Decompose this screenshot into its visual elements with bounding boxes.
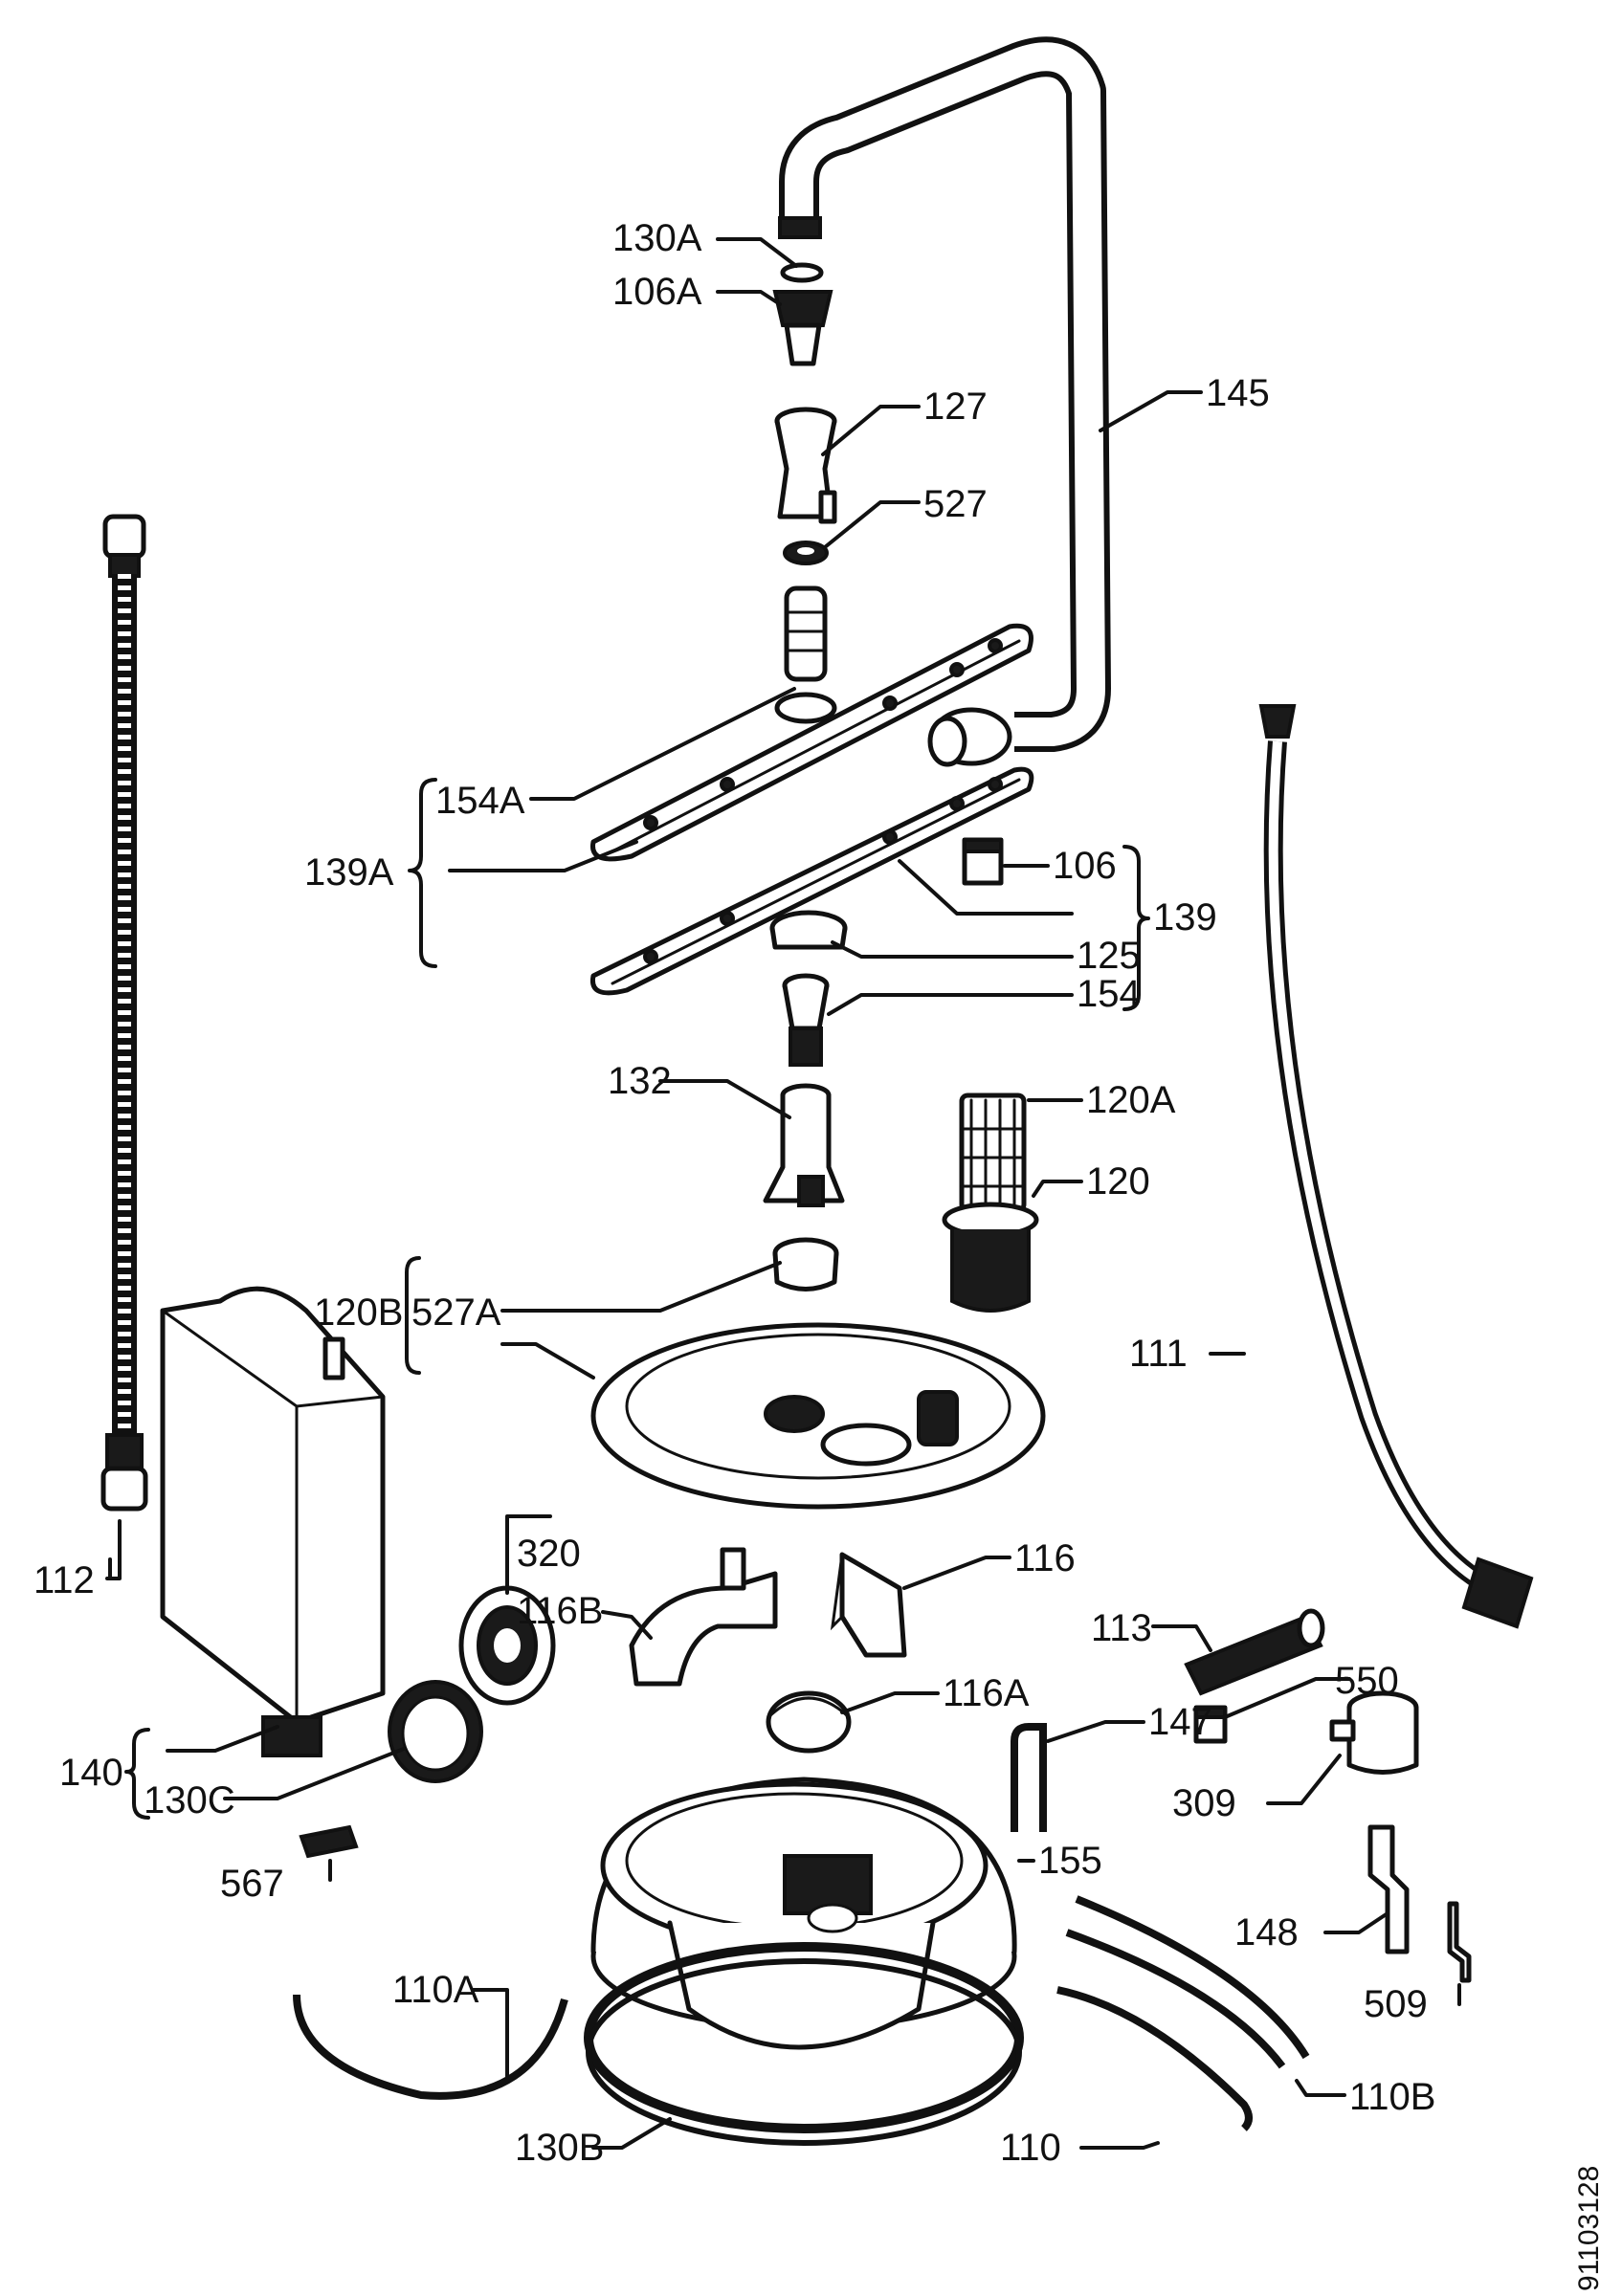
part-106A-gear-connector [772,290,833,366]
label-132: 132 [608,1060,672,1102]
label-148: 148 [1234,1911,1299,1954]
part-125-bearing [769,910,848,950]
label-130A: 130A [612,217,702,259]
part-139-lower-spray-arm [589,766,1034,996]
label-110: 110 [1000,2127,1061,2169]
bracket-139 [1122,845,1150,1011]
label-130B: 130B [515,2127,604,2169]
part-120-filter [942,1202,1039,1313]
part-527A-ring [772,1237,839,1292]
part-145-supply-tube [778,36,1111,767]
part-567-clip [299,1824,359,1859]
label-112: 112 [33,1559,95,1601]
part-148-bracket [1367,1824,1410,1954]
part-110B-hose [1065,1895,1310,2069]
part-labels: 130A 106A 127 145 527 154A 139A 106 139 … [33,217,1605,2291]
drawing-code: 91103128 [1573,2166,1605,2291]
label-154: 154 [1077,973,1141,1015]
label-527A: 527A [411,1292,501,1334]
part-sump-plate [590,1322,1046,1510]
label-145: 145 [1206,372,1270,414]
label-125: 125 [1077,935,1141,977]
label-140: 140 [59,1752,123,1794]
label-567: 567 [220,1863,284,1905]
label-110B: 110B [1349,2076,1435,2118]
label-139: 139 [1153,896,1217,938]
label-309: 309 [1172,1782,1236,1824]
part-106-clip [962,837,1004,886]
part-130B-sump-seal [584,1942,1024,2146]
leader-lines [105,237,1461,2150]
part-309-cap [1329,1690,1419,1775]
label-550: 550 [1335,1660,1399,1702]
part-110-hose [1056,1986,1253,2131]
label-113: 113 [1091,1607,1152,1649]
part-127-coupling [774,407,837,524]
label-154A: 154A [435,780,525,822]
label-130C: 130C [144,1779,235,1821]
part-116-housing [830,1552,907,1658]
part-112-hose [100,514,148,1512]
part-113-filter-tube [1184,1608,1325,1696]
part-155-sump-tub [590,1777,1017,2050]
label-120B: 120B [314,1292,403,1334]
label-120A: 120A [1086,1079,1176,1121]
part-154A-139A-upper-spray-arm [590,585,1033,862]
part-132-tube-connector [763,1083,845,1207]
label-509: 509 [1364,1983,1428,2025]
label-106: 106 [1053,845,1117,887]
part-130C-gasket [388,1680,483,1783]
label-147: 147 [1148,1701,1212,1743]
label-127: 127 [923,386,988,428]
part-509-pin [1447,1901,1472,1983]
part-527-washer [783,541,829,565]
part-120A-filter-core [959,1093,1027,1213]
label-111: 111 [1129,1333,1188,1375]
bracket-140 [124,1728,150,1820]
label-116B: 116B [517,1590,603,1632]
bracket-527A [405,1256,421,1375]
label-120: 120 [1086,1160,1150,1203]
label-320: 320 [517,1533,581,1575]
part-130A-o-ring [780,262,824,283]
label-139A: 139A [304,851,394,894]
part-320-seal [458,1585,556,1706]
label-106A: 106A [612,271,702,313]
part-140-water-softener [160,1286,386,1757]
part-550-block [1193,1705,1228,1744]
label-110A: 110A [392,1969,479,2011]
part-154-nozzle-hub [782,973,830,1067]
label-116A: 116A [943,1672,1030,1714]
part-111-hose [1258,704,1534,1629]
part-110A-hose [293,1994,568,2100]
label-155: 155 [1038,1840,1102,1882]
part-116B-bracket [629,1547,778,1687]
part-116A-ball-valve [766,1690,852,1754]
part-147-clip [1011,1723,1047,1832]
label-527: 527 [923,483,988,525]
label-116: 116 [1014,1537,1076,1579]
bracket-139A [408,778,437,968]
